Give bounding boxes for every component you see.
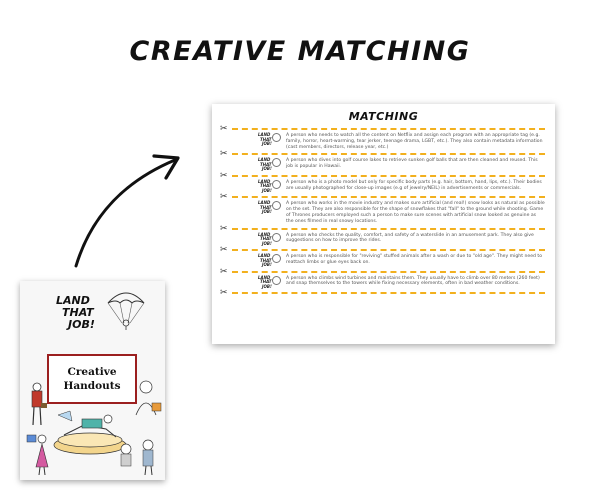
cut-line: ✂ (220, 222, 545, 233)
page-headline: CREATIVE MATCHING (129, 36, 471, 67)
logo-text: JOB! (262, 187, 272, 193)
figures-doodle-icon (120, 439, 154, 476)
cover-title-line: Handouts (63, 380, 121, 392)
scissors-icon: ✂ (220, 169, 228, 180)
definition-text: A person who works in the movie industry… (286, 201, 545, 224)
cut-line: ✂ (220, 123, 545, 133)
reclining-person-doodle-icon (53, 410, 127, 455)
definition-text: A person who dives into golf course lake… (286, 158, 538, 170)
logo-text: JOB! (262, 166, 272, 172)
dashed-line (232, 153, 545, 156)
cover-logo: LAND THAT JOB! (56, 295, 116, 331)
scissors-icon: ✂ (220, 148, 228, 159)
dashed-line (232, 196, 545, 199)
definition-text: A person who needs to watch all the cont… (286, 133, 543, 150)
cut-line: ✂ (220, 191, 545, 202)
person-doodle-icon (135, 380, 162, 416)
parachute-icon (272, 275, 281, 285)
logo-text: THAT (260, 204, 272, 210)
logo-text: LAND (258, 178, 271, 184)
logo-text: LAND (258, 157, 271, 163)
logo-text: JOB! (262, 283, 272, 289)
dashed-line (232, 292, 545, 295)
parachute-icon (272, 133, 281, 142)
logo-text: JOB! (262, 209, 272, 215)
scissors-icon: ✂ (220, 123, 228, 133)
scissors-icon: ✂ (220, 244, 228, 255)
woman-doodle-icon (26, 434, 49, 476)
logo-text: JOB! (262, 141, 272, 146)
curved-arrow-icon (74, 154, 180, 268)
definition-text: A person who climbs wind turbines and ma… (286, 275, 540, 287)
booklet-cover: LAND THAT JOB! Creative Handouts (20, 281, 165, 480)
worksheet-title: MATCHING (348, 110, 419, 123)
logo-text: THAT (260, 279, 272, 285)
cover-logo-line: LAND (56, 294, 90, 307)
scissors-icon: ✂ (220, 222, 228, 233)
cover-logo-line: JOB! (68, 318, 95, 331)
cut-line: ✂ (220, 244, 545, 255)
logo-text: LAND (258, 253, 271, 259)
logo-text: LAND (258, 132, 271, 137)
parachute-icon (272, 232, 281, 242)
scissors-icon: ✂ (220, 191, 228, 202)
logo-text: JOB! (262, 240, 272, 246)
dashed-line (232, 174, 545, 177)
logo-text: LAND (258, 274, 271, 280)
parachute-icon (107, 292, 145, 330)
logo-text: THAT (260, 136, 272, 142)
dashed-line (232, 249, 545, 252)
parachute-icon (272, 179, 281, 189)
cover-title-box: Creative Handouts (47, 354, 137, 404)
logo-text: THAT (260, 236, 272, 242)
definition-text: A person who is responsible for "revivin… (286, 254, 543, 265)
logo-text: THAT (260, 161, 272, 167)
logo-text: THAT (260, 257, 272, 263)
cut-line: ✂ (220, 169, 545, 180)
cut-line: ✂ (220, 148, 545, 159)
cut-line: ✂ (220, 287, 545, 298)
parachute-icon (272, 158, 281, 168)
logo-text: LAND (258, 231, 271, 237)
logo-text: LAND (258, 200, 271, 206)
logo-text: JOB! (262, 262, 272, 268)
dashed-line (232, 227, 545, 230)
logo-text: THAT (260, 183, 272, 189)
parachute-icon (272, 254, 281, 264)
dashed-line (232, 270, 545, 273)
definition-text: A person who checks the quality, comfort… (286, 232, 534, 244)
definition-text: A person who is a photo model but only f… (286, 179, 542, 191)
parachute-icon (272, 201, 281, 211)
cover-logo-line: THAT (62, 306, 94, 319)
cover-title-line: Creative (67, 366, 117, 378)
scissors-icon: ✂ (220, 287, 228, 298)
cut-line: ✂ (220, 265, 545, 276)
businessperson-doodle-icon (31, 382, 47, 426)
scissors-icon: ✂ (220, 265, 228, 276)
dashed-line (232, 128, 545, 130)
